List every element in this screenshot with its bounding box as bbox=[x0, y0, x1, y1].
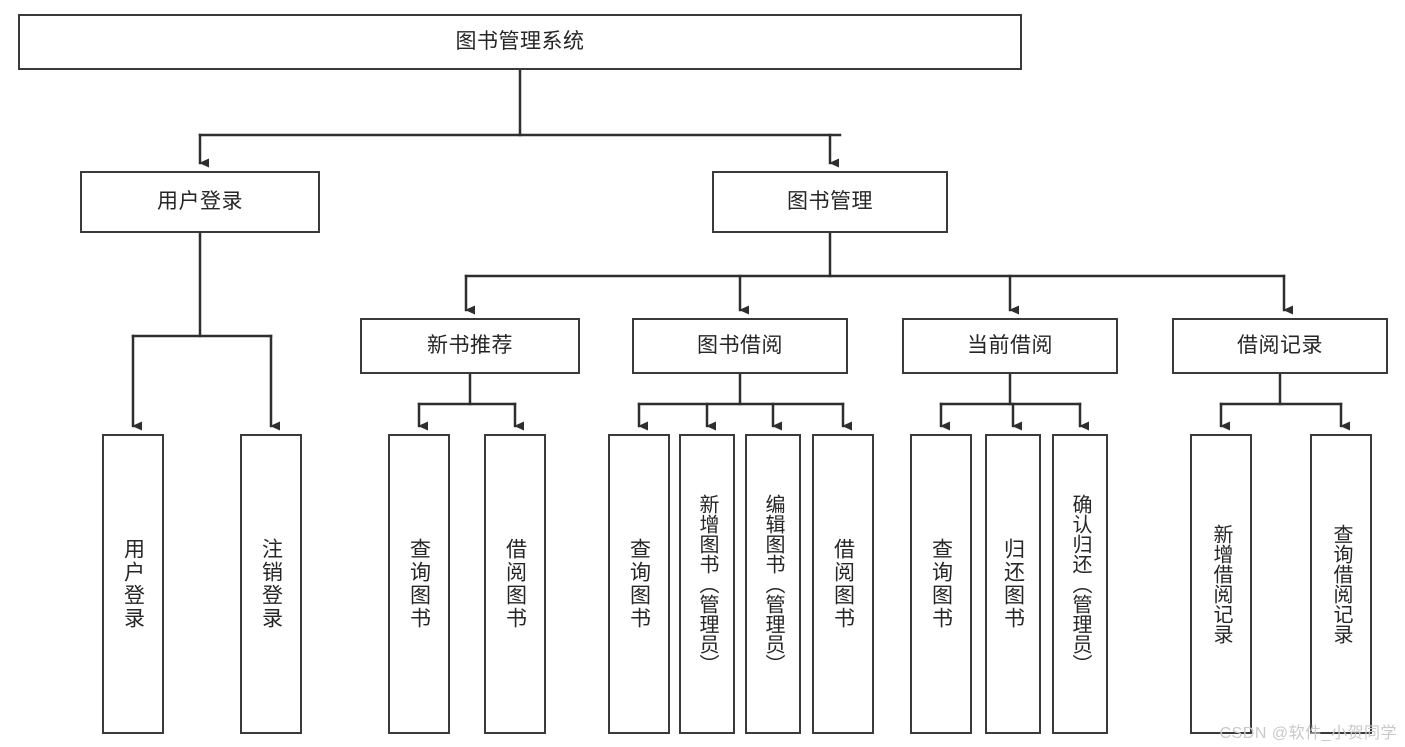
node-root-label: 图书管理系统 bbox=[455, 29, 585, 53]
node-user-login-label: 用户登录 bbox=[157, 189, 243, 213]
node-leaf-cur-confirm-label: 确认归还（管理员） bbox=[1069, 494, 1091, 674]
node-leaf-rec-borrow-label: 借阅图书 bbox=[503, 538, 527, 630]
node-leaf-rec-add-label: 新增借阅记录 bbox=[1210, 524, 1232, 644]
node-leaf-user-login[interactable]: 用户登录 bbox=[102, 434, 164, 734]
node-leaf-rec-query[interactable]: 查询图书 bbox=[388, 434, 450, 734]
node-user-login[interactable]: 用户登录 bbox=[80, 171, 320, 233]
node-leaf-rec-borrow[interactable]: 借阅图书 bbox=[484, 434, 546, 734]
watermark-text: CSDN @软件_小贺同学 bbox=[1219, 725, 1397, 742]
node-leaf-user-logout[interactable]: 注销登录 bbox=[240, 434, 302, 734]
node-leaf-cur-confirm[interactable]: 确认归还（管理员） bbox=[1052, 434, 1108, 734]
node-leaf-rec-add[interactable]: 新增借阅记录 bbox=[1190, 434, 1252, 734]
node-leaf-user-login-label: 用户登录 bbox=[121, 538, 145, 630]
node-book-borrow[interactable]: 图书借阅 bbox=[632, 318, 848, 374]
node-book-manage-label: 图书管理 bbox=[787, 189, 873, 213]
node-borrow-record-label: 借阅记录 bbox=[1237, 333, 1323, 357]
node-leaf-borrow-edit-label: 编辑图书（管理员） bbox=[762, 494, 784, 674]
node-new-book-rec-label: 新书推荐 bbox=[427, 333, 513, 357]
node-leaf-borrow-do[interactable]: 借阅图书 bbox=[812, 434, 874, 734]
node-leaf-cur-return-label: 归还图书 bbox=[1001, 538, 1025, 630]
node-current-borrow[interactable]: 当前借阅 bbox=[902, 318, 1118, 374]
node-leaf-borrow-edit[interactable]: 编辑图书（管理员） bbox=[745, 434, 801, 734]
node-leaf-cur-return[interactable]: 归还图书 bbox=[985, 434, 1041, 734]
node-leaf-borrow-add-label: 新增图书（管理员） bbox=[696, 494, 718, 674]
node-leaf-borrow-query-label: 查询图书 bbox=[627, 538, 651, 630]
node-leaf-borrow-add[interactable]: 新增图书（管理员） bbox=[679, 434, 735, 734]
node-book-manage[interactable]: 图书管理 bbox=[712, 171, 948, 233]
node-leaf-rec-query2[interactable]: 查询借阅记录 bbox=[1310, 434, 1372, 734]
node-leaf-cur-query[interactable]: 查询图书 bbox=[910, 434, 972, 734]
node-leaf-cur-query-label: 查询图书 bbox=[929, 538, 953, 630]
node-current-borrow-label: 当前借阅 bbox=[967, 333, 1053, 357]
node-leaf-borrow-do-label: 借阅图书 bbox=[831, 538, 855, 630]
node-book-borrow-label: 图书借阅 bbox=[697, 333, 783, 357]
node-leaf-user-logout-label: 注销登录 bbox=[259, 538, 283, 630]
node-leaf-rec-query2-label: 查询借阅记录 bbox=[1330, 524, 1352, 644]
node-new-book-rec[interactable]: 新书推荐 bbox=[360, 318, 580, 374]
node-root[interactable]: 图书管理系统 bbox=[18, 14, 1022, 70]
node-borrow-record[interactable]: 借阅记录 bbox=[1172, 318, 1388, 374]
node-leaf-borrow-query[interactable]: 查询图书 bbox=[608, 434, 670, 734]
node-leaf-rec-query-label: 查询图书 bbox=[407, 538, 431, 630]
